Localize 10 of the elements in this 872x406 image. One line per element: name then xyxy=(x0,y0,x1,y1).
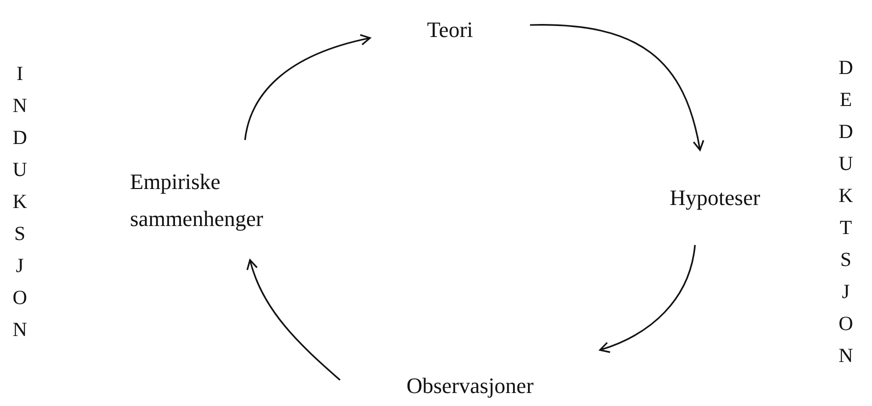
node-label: Teori xyxy=(426,16,474,44)
curved-arrow xyxy=(244,34,371,140)
curved-arrow xyxy=(530,24,704,151)
curved-arrow xyxy=(599,244,696,353)
node-label: Hypoteser xyxy=(670,184,760,212)
vertical-label: INDUKSJON xyxy=(12,62,28,343)
curved-arrow xyxy=(246,259,341,381)
vertical-label: DEDUKTSJON xyxy=(838,56,854,369)
node-label: Observasjoner xyxy=(406,372,534,400)
node-label: Empiriske sammenhenger xyxy=(130,168,264,233)
